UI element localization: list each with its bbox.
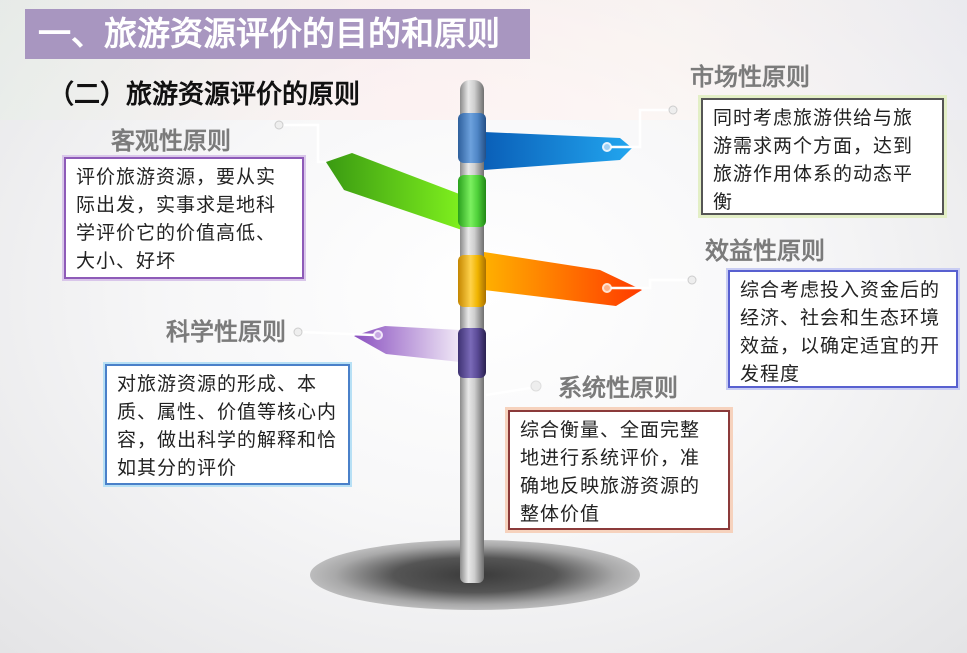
collar-purple	[458, 328, 486, 378]
scientific-arrow	[293, 326, 460, 362]
systematic-description: 综合衡量、全面完整地进行系统评价，准确地反映旅游资源的整体价值	[508, 410, 730, 530]
systematic-title: 系统性原则	[558, 374, 678, 402]
collar-green	[458, 175, 486, 227]
page-title: 一、旅游资源评价的目的和原则	[38, 14, 500, 53]
market-title: 市场性原则	[690, 63, 810, 91]
collar-blue	[458, 113, 486, 163]
objective-arrow	[274, 120, 462, 230]
benefit-description: 综合考虑投入资金后的经济、社会和生态环境效益，以确定适宜的开发程度	[728, 270, 958, 388]
scientific-description: 对旅游资源的形成、本质、属性、价值等核心内容，做出科学的解释和恰如其分的评价	[105, 364, 350, 485]
benefit-arrow	[484, 252, 697, 306]
section-subtitle: （二）旅游资源评价的原则	[48, 80, 361, 110]
benefit-title: 效益性原则	[705, 237, 825, 265]
objective-title: 客观性原则	[111, 127, 231, 155]
objective-description: 评价旅游资源，要从实际出发，实事求是地科学评价它的价值高低、大小、好坏	[64, 157, 304, 279]
market-arrow	[484, 105, 678, 170]
market-description: 同时考虑旅游供给与旅游需求两个方面，达到旅游作用体系的动态平衡	[701, 98, 944, 215]
systematic-connector	[485, 380, 542, 397]
title-banner	[25, 9, 530, 59]
scientific-title: 科学性原则	[166, 318, 286, 346]
collar-yellow	[458, 255, 486, 307]
